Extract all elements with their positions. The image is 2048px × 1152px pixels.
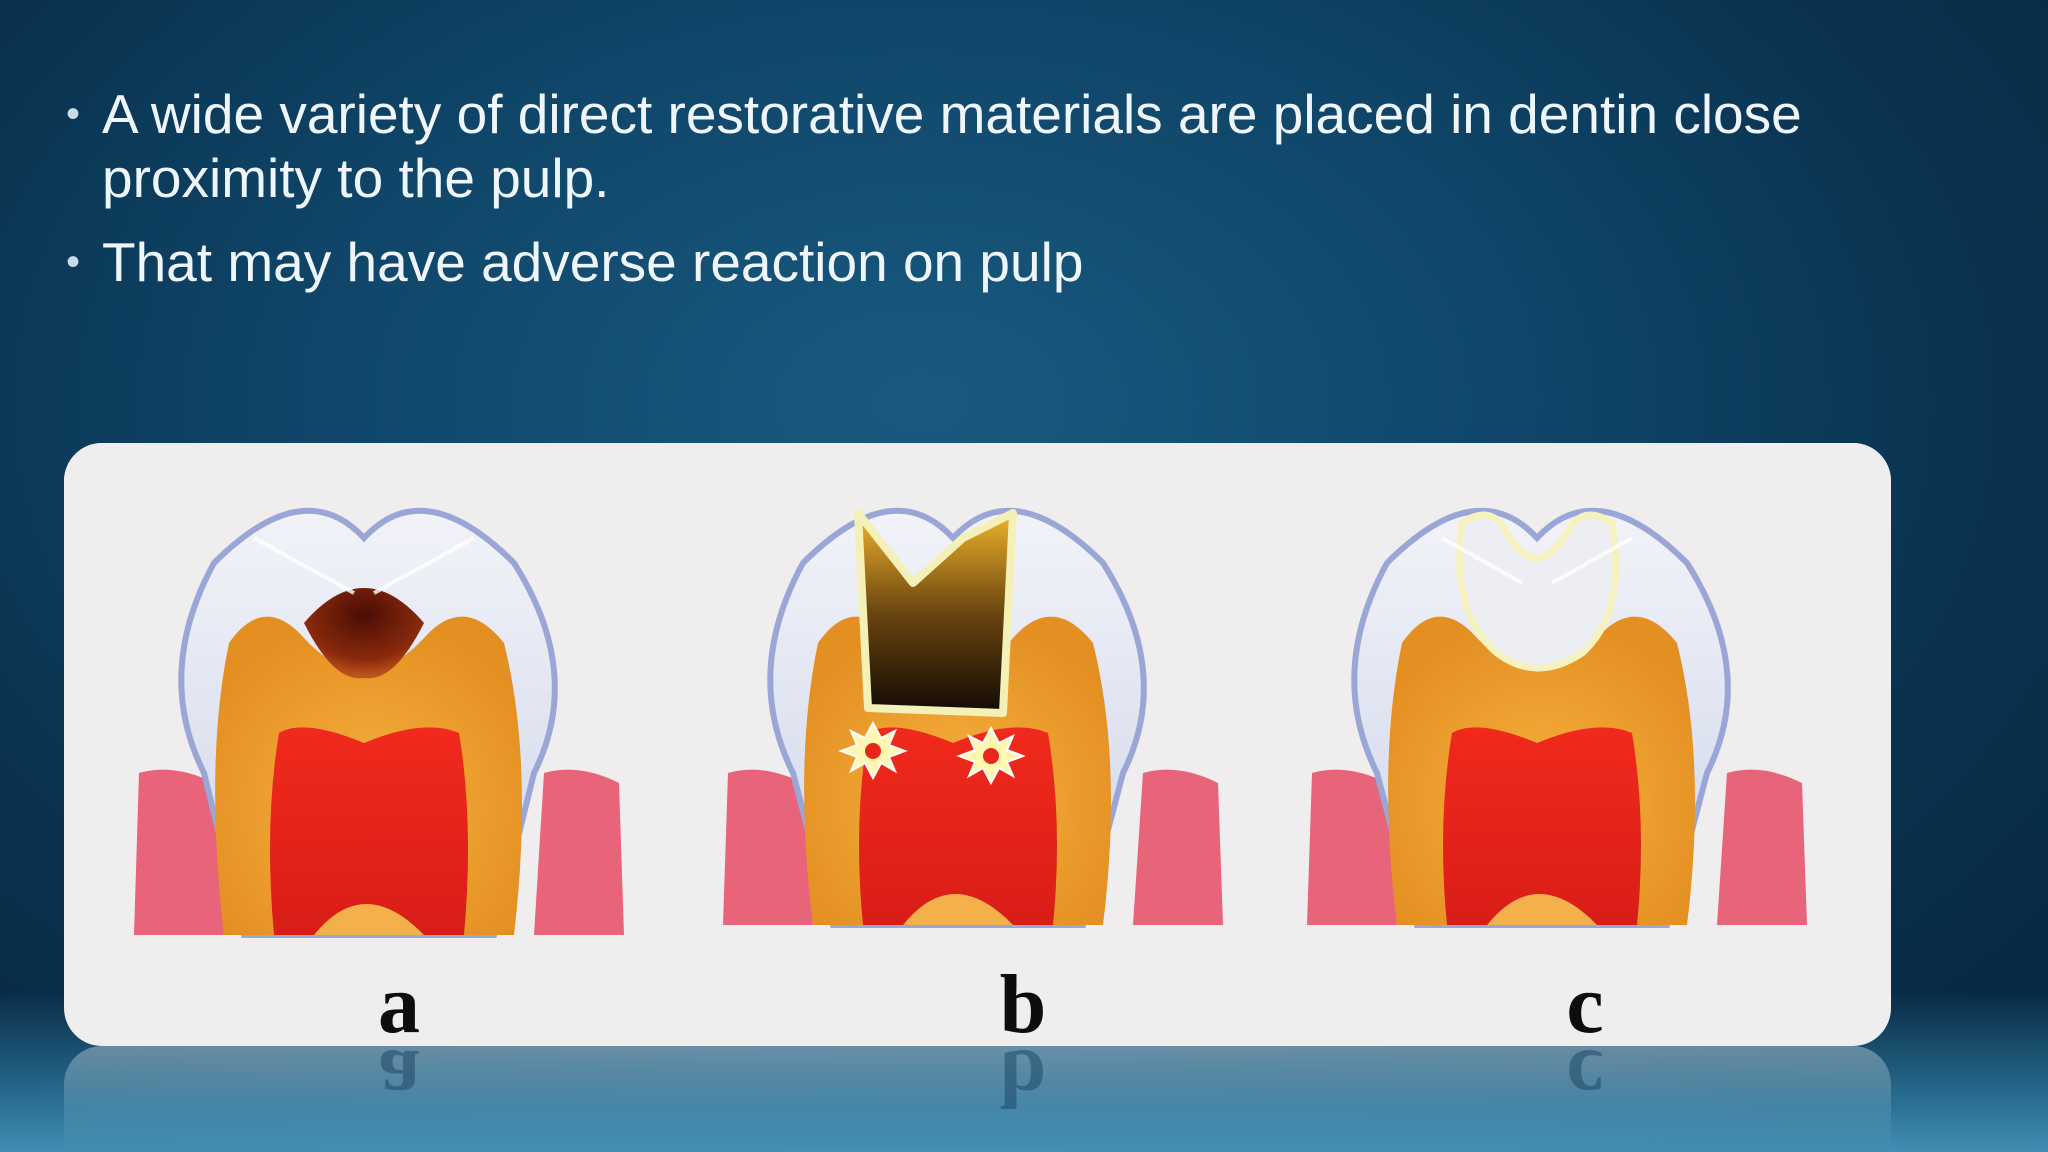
bullet-icon: • [66,240,81,284]
panel-c: c [1282,443,1891,1046]
bullet-icon: • [66,92,81,136]
panel-label-a: a [378,958,420,1047]
tooth-dark-restoration-illustration [673,443,1282,928]
figure-reflection: a b c [64,1046,1891,1152]
bullet-text: That may have adverse reaction on pulp [102,231,1084,293]
bullet-item: • That may have adverse reaction on pulp [62,230,1962,294]
panel-label-b: b [999,958,1047,1047]
bullet-text: A wide variety of direct restorative mat… [102,83,1802,209]
panel-b: b [673,443,1282,1046]
panel-a: a [64,443,673,1046]
tooth-light-restoration-illustration [1282,443,1891,928]
bullet-item: • A wide variety of direct restorative m… [62,82,1962,210]
panel-label-c: c [1566,958,1604,1047]
reflection-label-a: a [378,1046,420,1125]
reflection-label-c: c [1566,1046,1604,1125]
reflection-label-b: b [999,1046,1047,1125]
tooth-diagram-figure: a b [64,443,1891,1046]
bullet-list: • A wide variety of direct restorative m… [62,82,1962,314]
tooth-carious-illustration [64,443,673,938]
